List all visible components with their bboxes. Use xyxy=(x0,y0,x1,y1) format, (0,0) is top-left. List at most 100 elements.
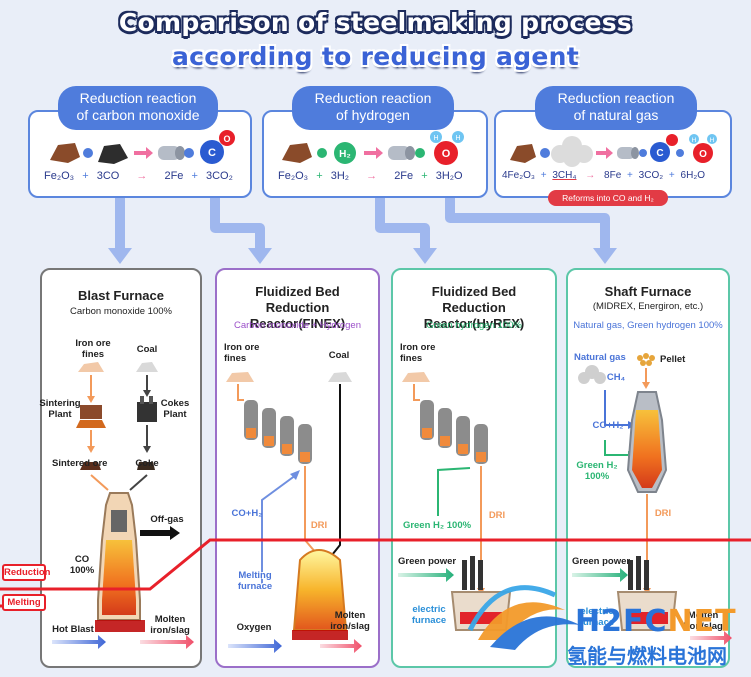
eq-op: + xyxy=(421,170,428,182)
steel-coil-icon xyxy=(388,146,415,160)
label-line: Green H₂ xyxy=(576,460,618,471)
oxygen-atom-icon xyxy=(219,130,235,146)
equation-carbon-monoxide: Fe₂O₃ + 3CO → 2Fe + 3CO₂ xyxy=(44,170,233,182)
reaction-header-line: Reduction reaction xyxy=(557,90,675,106)
eq-term: 8Fe xyxy=(604,170,622,181)
pellet-icon xyxy=(637,353,655,366)
label-hot-blast: Hot Blast xyxy=(52,624,94,635)
atom-label: O xyxy=(223,134,230,144)
label-line: iron/slag xyxy=(330,621,370,632)
equation-natural-gas: 4Fe₂O₃ + 3CH₄ → 8Fe + 3CO₂ + 6H₂O xyxy=(502,170,705,181)
label-line: electric xyxy=(412,604,446,615)
plus-icon xyxy=(83,148,93,158)
label-line: Molten xyxy=(687,610,719,621)
eq-term: 3H₂ xyxy=(330,170,350,182)
atom-label: O xyxy=(699,149,707,160)
atom-label: C xyxy=(656,148,663,159)
plus-icon xyxy=(639,149,647,157)
label-line: furnace xyxy=(411,615,447,626)
label-line: Melting xyxy=(238,570,272,581)
label-sintered-ore: Sintered ore xyxy=(52,458,108,469)
label-co-h2: CO+H₂ xyxy=(592,420,624,431)
iron-ore-pile-icon xyxy=(78,362,104,372)
eq-term: 6H₂O xyxy=(680,170,705,181)
label-line: Iron ore xyxy=(75,338,111,349)
hydrogen-atom-icon xyxy=(430,131,442,143)
reaction-header-line: of natural gas xyxy=(573,107,659,123)
equation-hydrogen: Fe₂O₃ + 3H₂ → 2Fe + 3H₂O xyxy=(278,170,463,182)
panel-title-line: Reduction Reactor(HyREX) xyxy=(423,300,525,331)
hydrogen-atom-icon xyxy=(452,131,464,143)
reaction-header-line: Reduction reaction xyxy=(79,90,197,106)
label-line: iron/slag xyxy=(683,621,723,632)
label-cokes-plant: Cokes Plant xyxy=(158,398,192,420)
eq-term: 2Fe xyxy=(394,170,414,182)
label-line: electric xyxy=(580,606,614,617)
panel-title-line: Reduction Reactor(FINEX) xyxy=(249,300,346,331)
reaction-header-line: of carbon monoxide xyxy=(76,107,200,123)
natural-gas-cloud-icon xyxy=(551,136,593,167)
label-iron-ore-fines: Iron ore fines xyxy=(224,342,268,364)
green-power-arrow xyxy=(572,568,628,582)
natural-gas-cloud-icon xyxy=(578,365,606,384)
iron-ore-pile-icon xyxy=(402,372,430,382)
label-line: furnace xyxy=(237,581,273,592)
eq-term: Fe₂O₃ xyxy=(44,170,75,182)
molten-arrow xyxy=(690,631,732,645)
cokes-plant-icon xyxy=(137,402,157,422)
eq-op: + xyxy=(82,170,89,182)
molten-arrow xyxy=(320,639,362,653)
finex-drawing xyxy=(226,372,362,653)
label-line: Plant xyxy=(48,409,72,420)
atom-label: H xyxy=(455,135,460,142)
water-molecule-icon xyxy=(434,141,458,165)
label-coal: Coal xyxy=(136,344,158,355)
atom-label: H xyxy=(710,137,715,144)
coal-icon xyxy=(98,144,128,164)
label-dri: DRI xyxy=(654,508,672,519)
eq-term: 4Fe₂O₃ xyxy=(502,170,535,181)
label-reduction: Reduction xyxy=(2,564,50,581)
eq-op: + xyxy=(627,170,633,181)
eq-term: 3CO xyxy=(96,170,120,182)
label-line: 100% xyxy=(584,471,610,482)
panel-finex: Fluidized Bed Reduction Reactor(FINEX) C… xyxy=(215,268,380,668)
reaction-arrow-icon xyxy=(364,147,383,159)
title-line-2: according to reducing agent xyxy=(171,42,580,71)
eq-arrow: → xyxy=(136,170,148,182)
water-molecule-icon xyxy=(693,143,713,163)
label-electric-furnace: electric furnace xyxy=(406,604,452,626)
eq-term: 2Fe xyxy=(164,170,184,182)
offgas-arrow xyxy=(140,526,180,540)
label-coke: Coke xyxy=(135,458,159,469)
eq-term: Fe₂O₃ xyxy=(278,170,309,182)
label-dri: DRI xyxy=(488,510,506,521)
eq-arrow: → xyxy=(585,170,596,181)
shaft-drawing xyxy=(572,353,732,645)
connector-ng-shaft xyxy=(445,195,610,250)
title-line-1: Comparison of steelmaking process xyxy=(118,8,633,37)
label-molten-iron-slag: Molten iron/slag xyxy=(146,614,194,636)
eq-op: + xyxy=(316,170,323,182)
steel-coil-icon xyxy=(158,146,185,160)
oxygen-arrow xyxy=(228,639,282,653)
label-line: Iron ore xyxy=(224,342,260,353)
atom-label: H xyxy=(692,137,697,144)
label-line: Iron ore xyxy=(400,342,436,353)
label-green-power: Green power xyxy=(572,556,631,567)
watermark-brand-h2fc: H2FC xyxy=(575,604,668,639)
eq-term: 3H₂O xyxy=(435,170,463,182)
label-line: 100% xyxy=(69,565,95,576)
reaction-header-line: of hydrogen xyxy=(336,107,410,123)
carbon-molecule-icon xyxy=(650,142,670,162)
flow-connectors xyxy=(115,195,610,250)
atom-label: O xyxy=(442,148,451,160)
hot-blast-arrow xyxy=(52,635,106,649)
melting-furnace-icon xyxy=(292,549,348,631)
connector-co-finex xyxy=(210,195,265,250)
plus-icon xyxy=(676,149,684,157)
plus-icon xyxy=(184,148,194,158)
